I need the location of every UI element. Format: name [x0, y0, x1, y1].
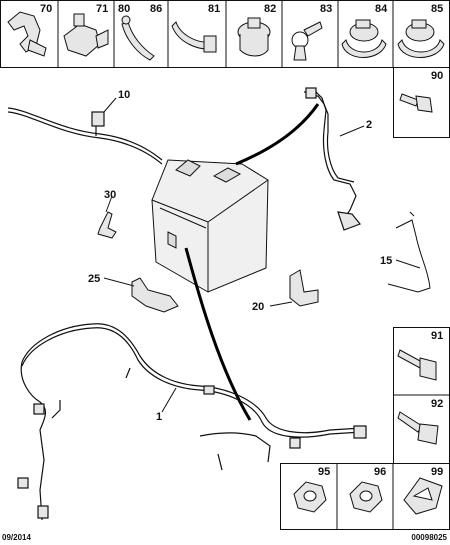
callout-10: 10	[118, 89, 130, 101]
ref-95-label: 95	[318, 466, 330, 478]
bracket-20	[289, 269, 319, 307]
ref-81-label: 81	[208, 3, 220, 15]
ref-83-label: 83	[320, 3, 332, 15]
ref-82-label: 82	[264, 3, 276, 15]
clamp-84-icon	[341, 19, 387, 58]
cable-tie-81-icon	[171, 21, 217, 53]
ref-71-label: 71	[96, 3, 108, 15]
grommet-82-icon	[237, 17, 271, 57]
bracket-30	[97, 211, 117, 239]
callout-25: 25	[88, 273, 100, 285]
ref-96-label: 96	[374, 466, 386, 478]
callout-30: 30	[104, 189, 116, 201]
callout-2: 2	[366, 119, 372, 131]
footer-date: 09/2014	[2, 533, 31, 542]
screw-90-icon	[399, 93, 433, 113]
ref-92-label: 92	[431, 398, 443, 410]
callout-1: 1	[156, 411, 162, 423]
clip-70-icon	[7, 11, 47, 57]
main-harness-1	[17, 323, 367, 521]
nut-96-icon	[349, 481, 383, 513]
ref-84-label: 84	[375, 3, 388, 15]
ref-90-label: 90	[431, 70, 443, 82]
leader-lines	[103, 97, 421, 413]
cable-tie-80-icon	[121, 15, 155, 61]
footer-reference: 00098025	[411, 533, 447, 542]
nut-95-icon	[293, 481, 327, 513]
ref-99-label: 99	[431, 466, 443, 478]
clamp-85-icon	[397, 19, 445, 58]
callout-15: 15	[380, 255, 392, 267]
holder-83-icon	[291, 21, 323, 61]
ref-85-label: 85	[431, 3, 443, 15]
clip-nut-99-icon	[403, 477, 443, 515]
bolt-91-icon	[397, 349, 437, 381]
callout-20: 20	[252, 301, 264, 313]
ref-91-label: 91	[431, 330, 443, 342]
ref-80-label: 80	[118, 3, 130, 15]
harness-2	[304, 87, 361, 231]
bracket-25	[131, 277, 179, 313]
battery-illustration	[151, 159, 269, 293]
bolt-92-icon	[397, 411, 439, 445]
harness-10	[7, 107, 163, 165]
bracket-clip-71-icon	[63, 13, 109, 57]
ref-86-label: 86	[150, 3, 162, 15]
ref-70-label: 70	[40, 3, 52, 15]
part-box-91-92	[393, 327, 450, 464]
bracket-15	[387, 211, 431, 293]
